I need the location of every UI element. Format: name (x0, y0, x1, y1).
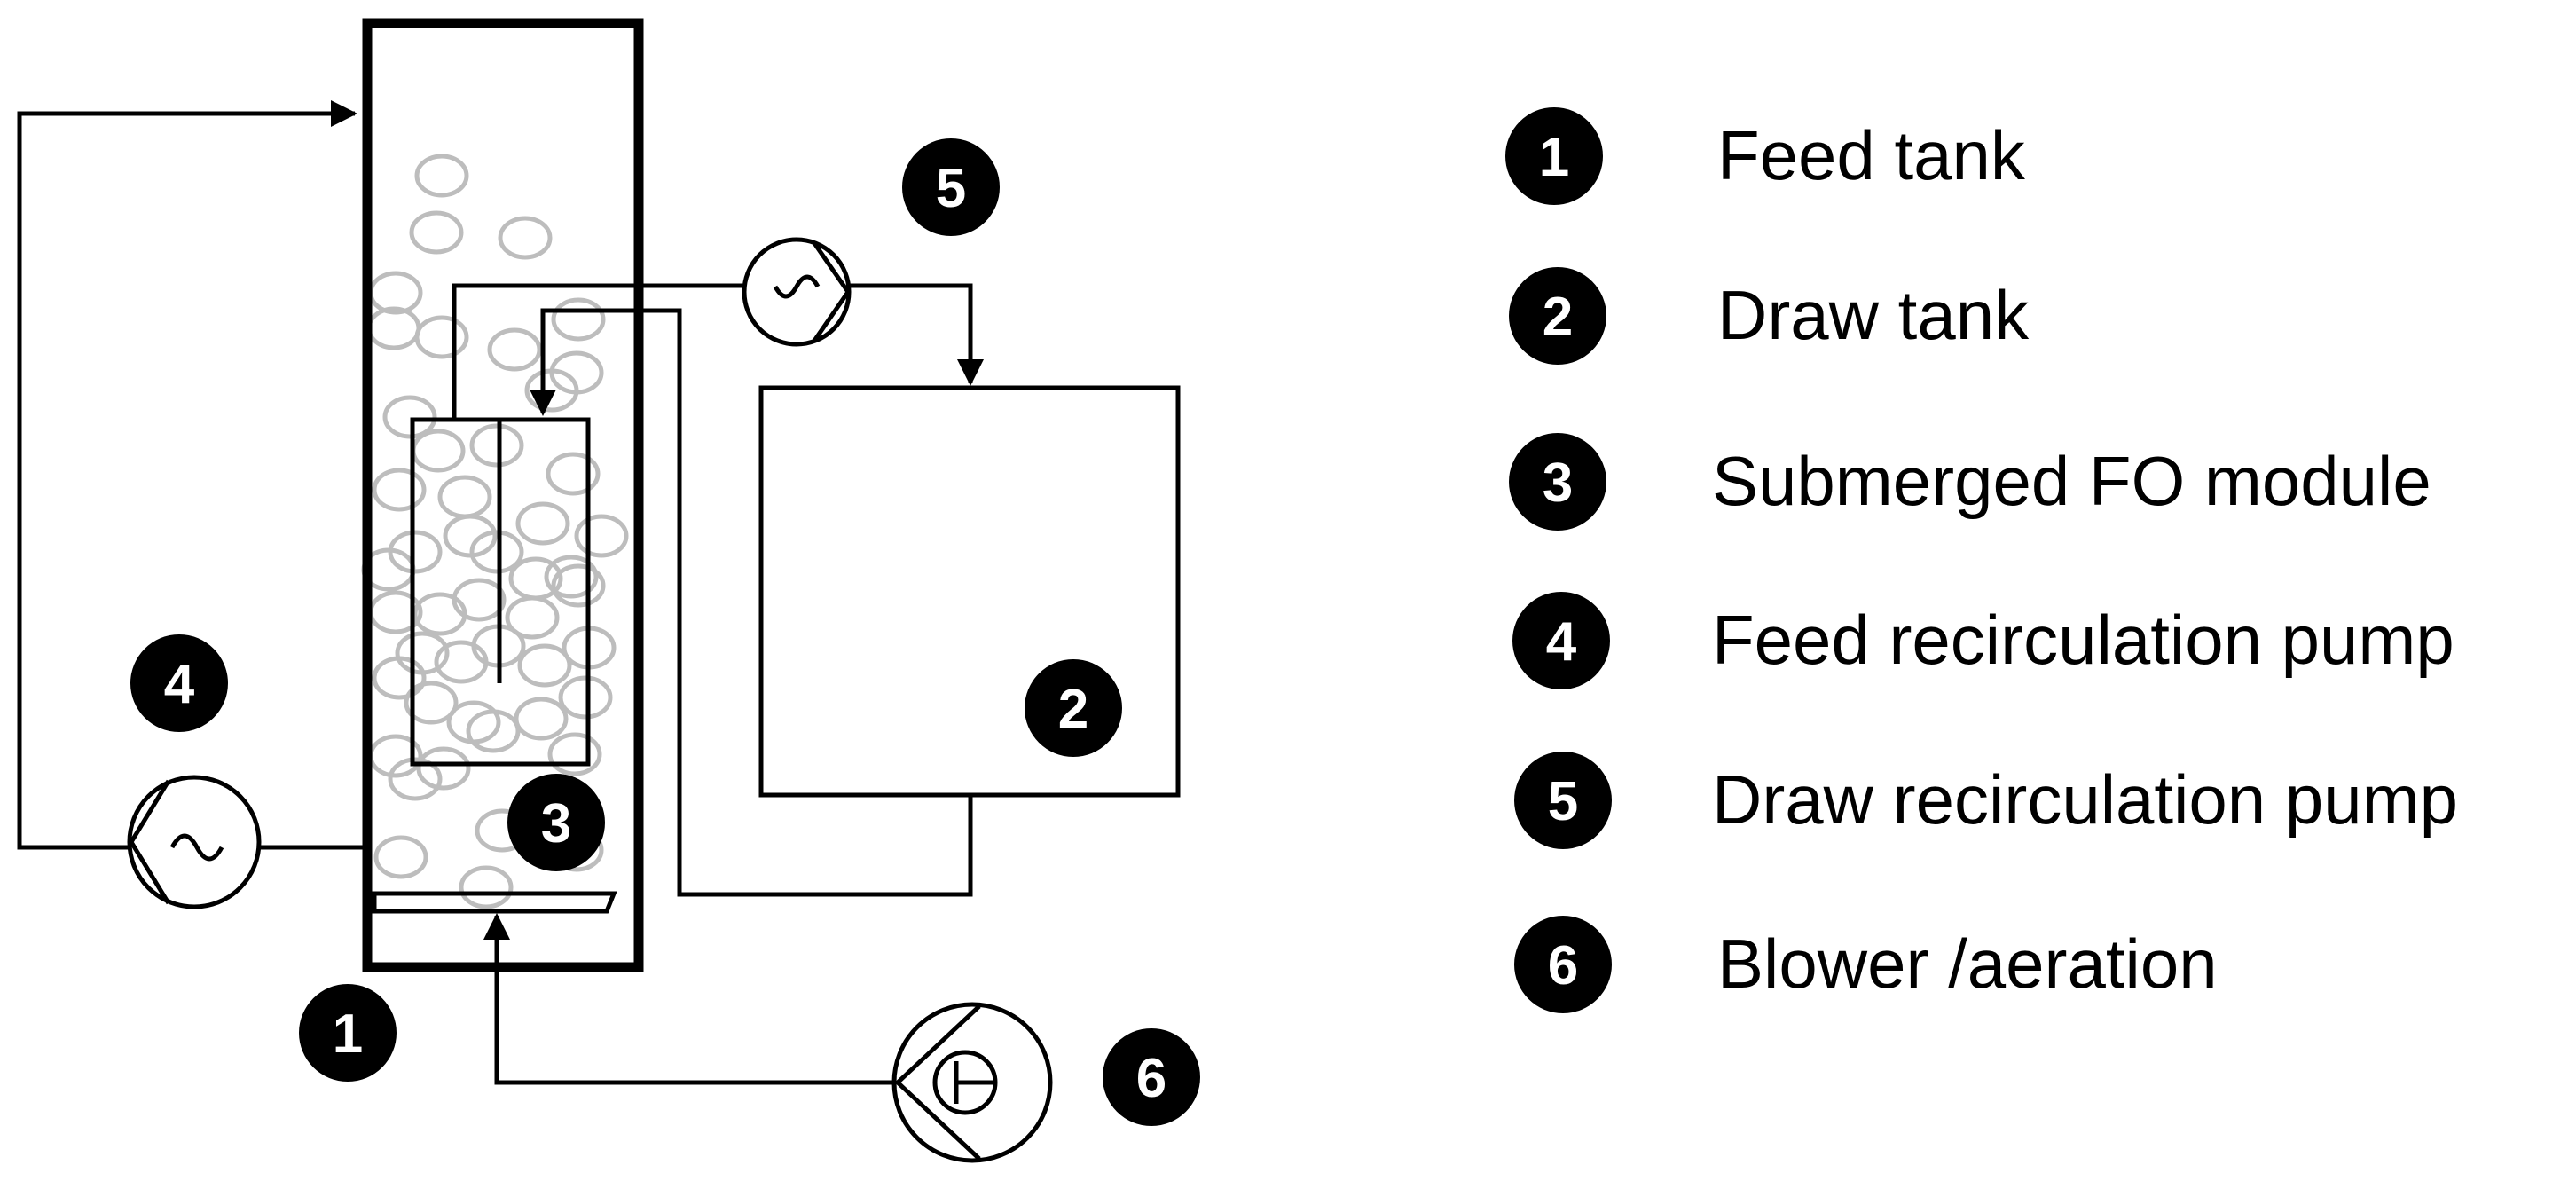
air-bubble (434, 640, 489, 684)
legend-item-feed-pump: 4 Feed recirculation pump (1512, 592, 2454, 689)
air-bubble (412, 592, 467, 636)
aeration-supply-line (483, 913, 892, 1085)
draw-supply-line (850, 283, 984, 386)
svg-text:5: 5 (1548, 771, 1578, 832)
air-bubble (414, 315, 469, 359)
svg-text:Draw tank: Draw tank (1717, 276, 2030, 354)
svg-text:Draw recirculation pump: Draw recirculation pump (1712, 760, 2458, 839)
svg-text:5: 5 (936, 158, 966, 219)
air-bubble (411, 429, 466, 473)
legend-item-fo-module: 3 Submerged FO module (1509, 433, 2431, 531)
marker-2: 2 (1025, 659, 1122, 757)
air-bubble (388, 757, 443, 801)
air-bubble (443, 514, 498, 558)
svg-text:6: 6 (1136, 1048, 1166, 1109)
draw-outlet-line (452, 283, 745, 420)
air-bubble (544, 555, 599, 599)
svg-text:Feed recirculation pump: Feed recirculation pump (1712, 601, 2454, 679)
air-bubble (551, 297, 606, 342)
feed-tank (362, 18, 644, 972)
air-bubble (368, 271, 423, 315)
air-bubble (372, 468, 427, 512)
air-bubble (395, 631, 450, 675)
air-bubble (382, 395, 437, 439)
air-bubble (558, 675, 613, 720)
svg-text:4: 4 (164, 654, 195, 715)
feed-recirculation-pump-icon (127, 775, 262, 909)
svg-text:4: 4 (1546, 611, 1577, 673)
svg-text:1: 1 (333, 1004, 363, 1065)
air-bubble (547, 732, 602, 776)
marker-1: 1 (299, 984, 397, 1082)
air-bubble (574, 514, 629, 558)
svg-text:Feed tank: Feed tank (1717, 116, 2026, 194)
air-bubble (459, 865, 514, 909)
air-bubble (452, 578, 507, 622)
air-bubble (546, 452, 601, 496)
svg-text:Submerged FO module: Submerged FO module (1712, 442, 2431, 520)
air-bubble (469, 423, 524, 468)
air-bubble (517, 643, 572, 688)
air-bubble (437, 475, 492, 519)
svg-text:1: 1 (1539, 127, 1569, 188)
draw-tank (758, 385, 1181, 798)
air-bubble (366, 306, 421, 350)
air-bubble (505, 595, 560, 640)
air-bubble (514, 697, 569, 741)
air-bubble (466, 709, 521, 753)
svg-text:2: 2 (1543, 287, 1573, 348)
air-bubble (404, 681, 459, 725)
blower-icon (891, 1002, 1053, 1163)
svg-text:Blower /aeration: Blower /aeration (1717, 925, 2218, 1003)
legend-item-feed-tank: 1 Feed tank (1505, 107, 2026, 205)
svg-text:3: 3 (541, 793, 571, 854)
aeration-diffuser (372, 891, 617, 914)
air-bubble (551, 563, 606, 608)
air-bubble (487, 327, 542, 372)
svg-text:6: 6 (1548, 935, 1578, 996)
svg-text:3: 3 (1543, 453, 1573, 514)
air-bubble (416, 746, 471, 791)
air-bubble (409, 210, 464, 255)
draw-recirculation-pump-icon (742, 237, 852, 347)
air-bubble (414, 154, 469, 198)
marker-6: 6 (1103, 1028, 1200, 1126)
air-bubble (508, 556, 563, 601)
legend-item-blower: 6 Blower /aeration (1514, 916, 2218, 1013)
feed-recirculation-return-line (17, 100, 357, 850)
air-bubble (515, 501, 570, 546)
legend: 1 Feed tank 2 Draw tank 3 Submerged FO m… (1505, 107, 2458, 1013)
marker-4: 4 (130, 634, 228, 732)
air-bubbles (361, 154, 629, 909)
legend-item-draw-pump: 5 Draw recirculation pump (1514, 752, 2458, 849)
air-bubble (498, 216, 553, 260)
legend-item-draw-tank: 2 Draw tank (1509, 267, 2030, 365)
marker-3: 3 (507, 774, 605, 871)
marker-5: 5 (902, 138, 1000, 236)
draw-return-line (530, 308, 973, 897)
air-bubble (373, 835, 428, 879)
svg-text:2: 2 (1058, 679, 1088, 740)
